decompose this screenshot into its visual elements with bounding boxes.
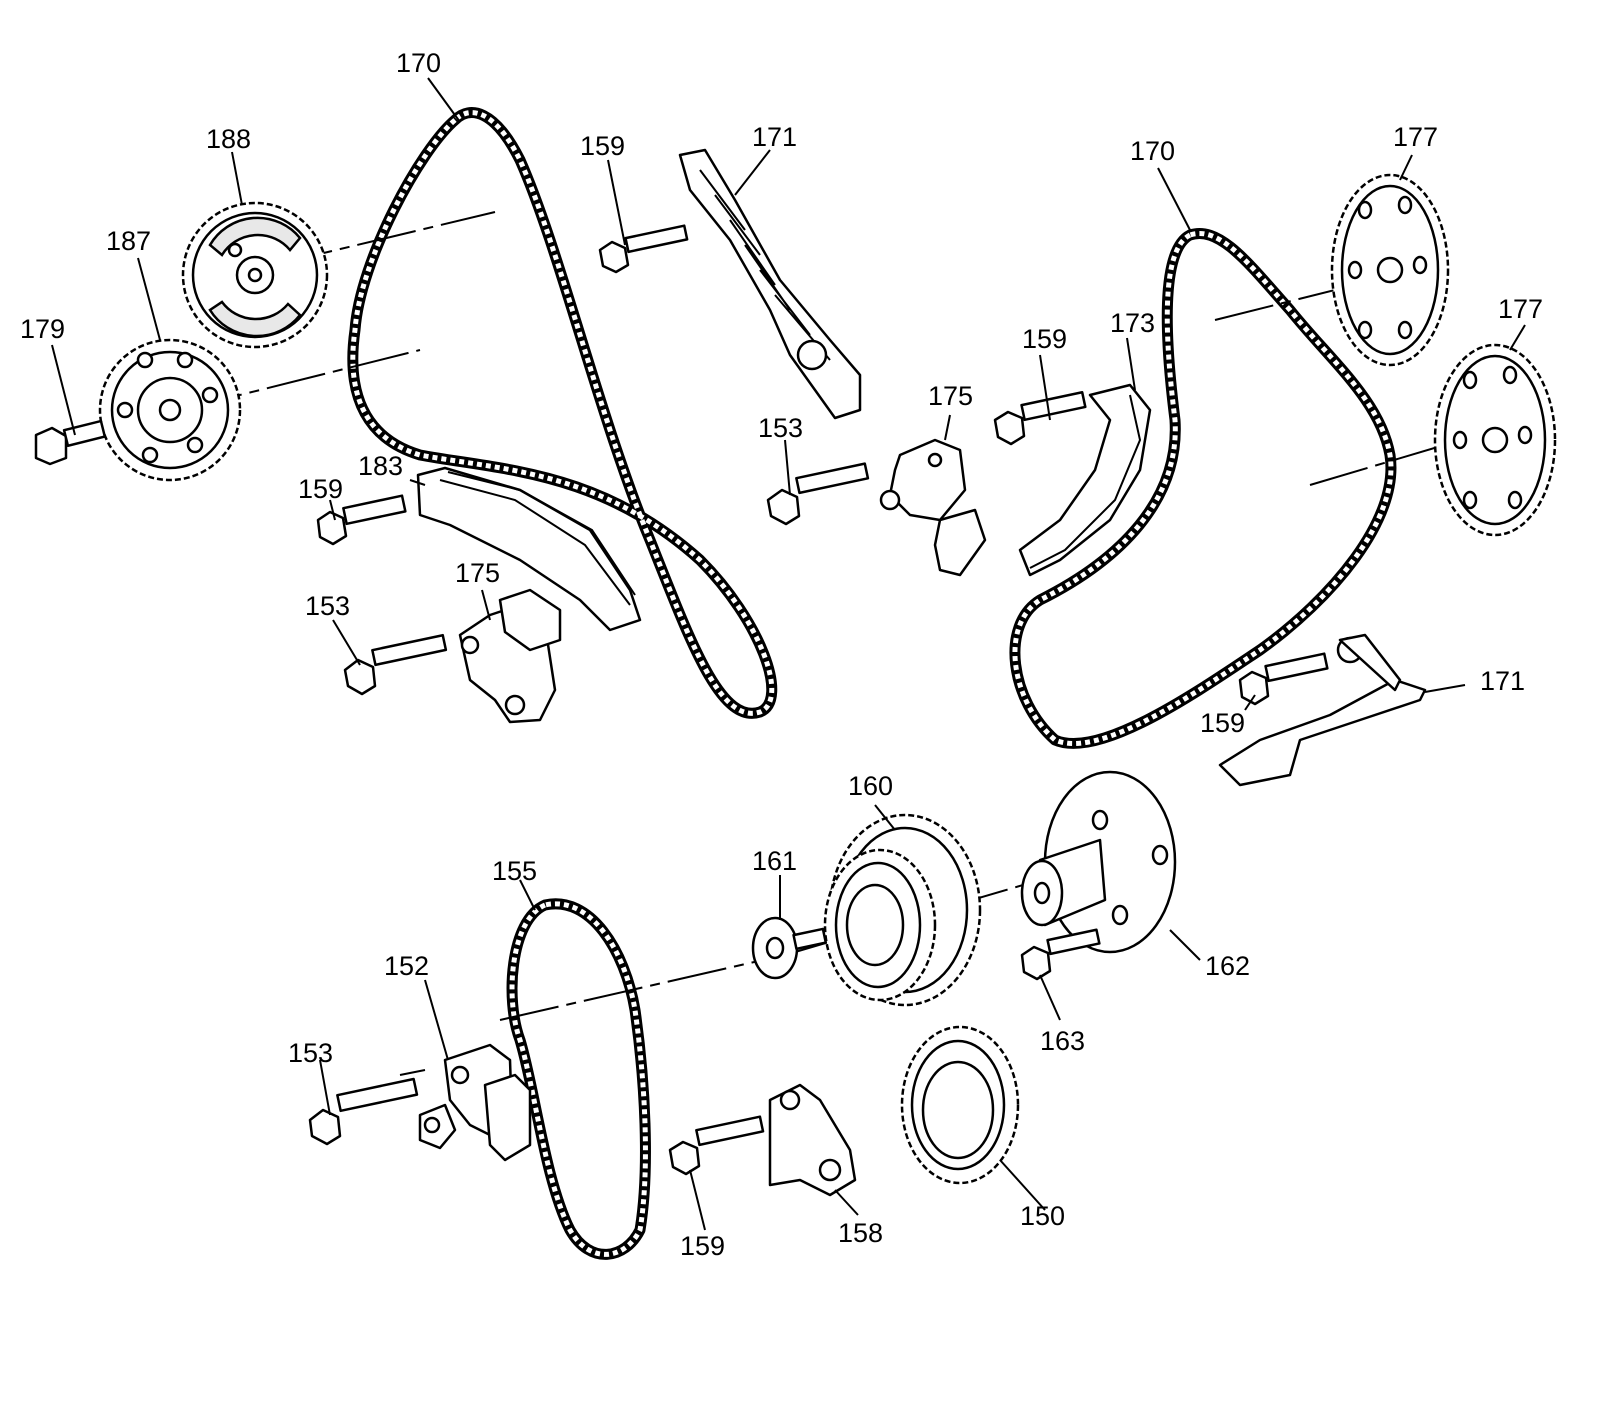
- callout-171-left: 171: [752, 122, 797, 152]
- callout-155: 155: [492, 856, 537, 886]
- callout-153-lower: 153: [288, 1038, 333, 1068]
- tensioner-bolt-153-left: [343, 633, 448, 696]
- camshaft-sprocket-177-upper: [1330, 173, 1450, 367]
- callout-175-left: 175: [455, 558, 500, 588]
- guide-bolt-159-lower-right: [1238, 652, 1329, 706]
- tensioner-bolt-153-lower: [308, 1077, 419, 1146]
- stationary-guide-171-right: [1218, 633, 1427, 787]
- callout-labels: 170 188 187 179 159 171 183 159 175 153 …: [20, 48, 1543, 1261]
- callout-150: 150: [1020, 1201, 1065, 1231]
- timing-chain-right-170: [1009, 228, 1397, 749]
- callout-179: 179: [20, 314, 65, 344]
- callout-159-right: 159: [1022, 324, 1067, 354]
- intake-camshaft-sprocket-188: [181, 201, 329, 349]
- timing-chain-primary-155: [506, 898, 651, 1260]
- crankshaft-sprocket-150: [900, 1025, 1020, 1185]
- tensioner-guide-183: [416, 466, 642, 632]
- callout-159-bottom: 159: [680, 1231, 725, 1261]
- callout-153-left: 153: [305, 591, 350, 621]
- guide-bolt-159-top: [598, 224, 689, 274]
- camshaft-sprocket-bolt-179: [34, 419, 107, 466]
- callout-159-left: 159: [298, 474, 343, 504]
- stationary-guide-171-left: [678, 148, 862, 420]
- callout-170-left: 170: [396, 48, 441, 78]
- callout-183: 183: [358, 451, 403, 481]
- callout-187: 187: [106, 226, 151, 256]
- exhaust-camshaft-sprocket-187: [98, 338, 242, 482]
- callout-162: 162: [1205, 951, 1250, 981]
- callout-170-right: 170: [1130, 136, 1175, 166]
- primary-chain-guide-158: [768, 1083, 857, 1197]
- callout-171-right: 171: [1480, 666, 1525, 696]
- guide-bolt-159-bottom: [668, 1115, 765, 1176]
- idler-sprocket-washer-161: [751, 916, 828, 980]
- chain-tensioner-175-left: [458, 588, 562, 724]
- tensioner-bolt-153-right: [766, 462, 870, 526]
- callout-153-right: 153: [758, 413, 803, 443]
- callout-177-upper: 177: [1393, 122, 1438, 152]
- tensioner-guide-173: [1018, 383, 1152, 577]
- callout-159-top: 159: [580, 131, 625, 161]
- callout-159-lower-right: 159: [1200, 708, 1245, 738]
- callout-163: 163: [1040, 1026, 1085, 1056]
- idler-shaft-bolt-163: [1020, 928, 1101, 981]
- callout-152: 152: [384, 951, 429, 981]
- callout-161: 161: [752, 846, 797, 876]
- idler-sprocket-160: [823, 813, 982, 1007]
- timing-chain-left-170: [347, 107, 778, 719]
- camshaft-sprocket-177-lower: [1433, 343, 1557, 537]
- idler-sprocket-shaft-162: [1020, 770, 1177, 954]
- callout-158: 158: [838, 1218, 883, 1248]
- callout-188: 188: [206, 124, 251, 154]
- callout-175-right: 175: [928, 381, 973, 411]
- leader-lines: [51, 77, 1526, 1231]
- guide-bolt-159-left: [316, 494, 407, 546]
- chain-tensioner-152: [418, 1043, 532, 1162]
- callout-177-lower: 177: [1498, 294, 1543, 324]
- chain-tensioner-175-right: [879, 438, 987, 577]
- guide-bolt-159-right: [993, 391, 1087, 446]
- callout-160: 160: [848, 771, 893, 801]
- callout-173: 173: [1110, 308, 1155, 338]
